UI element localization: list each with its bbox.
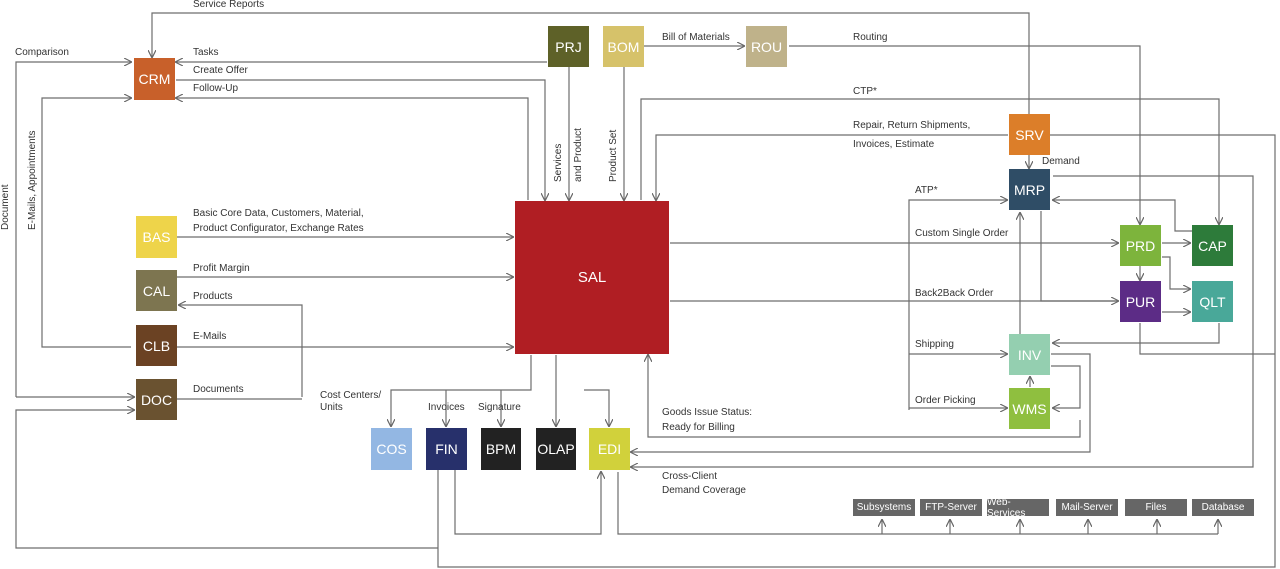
module-pur[interactable]: PUR xyxy=(1120,281,1161,322)
label-cross-client-line2: Demand Coverage xyxy=(662,485,746,496)
module-label: SAL xyxy=(577,269,607,286)
module-label: BOM xyxy=(607,38,640,55)
module-label: EDI xyxy=(597,441,622,457)
module-rou[interactable]: ROU xyxy=(746,26,787,67)
label-atp: ATP* xyxy=(915,185,938,196)
label-repair-line2: Invoices, Estimate xyxy=(853,139,935,150)
label-order-picking: Order Picking xyxy=(915,395,976,406)
label-tasks: Tasks xyxy=(193,47,219,58)
label-emails-appointments: E-Mails, Appointments xyxy=(27,130,38,231)
module-label: ROU xyxy=(750,38,783,55)
module-doc[interactable]: DOC xyxy=(136,379,177,420)
module-prj[interactable]: PRJ xyxy=(548,26,589,67)
module-label: QLT xyxy=(1199,293,1226,310)
module-label: PRJ xyxy=(555,38,582,55)
module-label: SRV xyxy=(1015,126,1044,143)
module-clb[interactable]: CLB xyxy=(136,325,177,366)
module-bom[interactable]: BOM xyxy=(603,26,644,67)
label-documents: Documents xyxy=(193,384,244,395)
label-document-vertical: Document xyxy=(0,184,11,230)
module-label: WMS xyxy=(1012,400,1047,417)
module-label: DOC xyxy=(140,391,173,408)
label-back2back-order: Back2Back Order xyxy=(915,288,994,299)
system-web-services[interactable]: Web-Services xyxy=(987,496,1049,519)
module-cos[interactable]: COS xyxy=(371,428,412,470)
module-label: BPM xyxy=(485,441,517,457)
module-label: CLB xyxy=(142,337,171,354)
label-follow-up: Follow-Up xyxy=(193,83,239,94)
module-edi[interactable]: EDI xyxy=(589,428,630,470)
module-bpm[interactable]: BPM xyxy=(481,428,521,470)
module-label: CAL xyxy=(142,282,171,299)
module-crm[interactable]: CRM xyxy=(134,58,175,100)
label-product-set: Product Set xyxy=(608,129,619,182)
module-label: COS xyxy=(376,441,407,457)
label-basic-core-line2: Product Configurator, Exchange Rates xyxy=(193,223,364,234)
module-wms[interactable]: WMS xyxy=(1009,388,1050,429)
label-profit-margin: Profit Margin xyxy=(193,263,250,274)
module-mrp[interactable]: MRP xyxy=(1009,169,1050,210)
module-cap[interactable]: CAP xyxy=(1192,225,1233,266)
label-services-line2: and Product xyxy=(573,128,584,182)
label-bill-of-materials: Bill of Materials xyxy=(662,32,730,43)
module-sal[interactable]: SAL xyxy=(515,201,669,354)
label-e-mails: E-Mails xyxy=(193,331,227,342)
system-mail-server[interactable]: Mail-Server xyxy=(1056,499,1118,516)
label-create-offer: Create Offer xyxy=(193,65,248,76)
module-label: FIN xyxy=(435,441,458,457)
system-label: Files xyxy=(1145,502,1167,513)
label-service-reports: Service Reports xyxy=(193,0,265,10)
label-basic-core-line1: Basic Core Data, Customers, Material, xyxy=(193,208,364,219)
module-label: PUR xyxy=(1125,293,1156,310)
system-subsystems[interactable]: Subsystems xyxy=(853,499,915,516)
system-label: Database xyxy=(1201,502,1245,513)
module-label: BAS xyxy=(142,229,171,245)
module-label: MRP xyxy=(1013,181,1046,198)
label-services-line1: Services xyxy=(553,143,564,182)
system-label: Web-Services xyxy=(987,496,1026,519)
label-demand: Demand xyxy=(1042,156,1080,167)
label-cost-centers-line2: Units xyxy=(320,402,343,413)
label-products: Products xyxy=(193,291,233,302)
module-label: CAP xyxy=(1198,237,1227,254)
module-olap[interactable]: OLAP xyxy=(536,428,576,470)
system-label: Subsystems xyxy=(856,502,912,513)
module-label: INV xyxy=(1017,346,1042,363)
label-goods-issue-line1: Goods Issue Status: xyxy=(662,407,753,418)
label-routing: Routing xyxy=(853,32,888,43)
module-qlt[interactable]: QLT xyxy=(1192,281,1233,322)
module-label: CRM xyxy=(138,71,171,87)
system-files[interactable]: Files xyxy=(1125,499,1187,516)
label-goods-issue-line2: Ready for Billing xyxy=(662,422,735,433)
label-invoices: Invoices xyxy=(428,402,465,413)
label-ctp: CTP* xyxy=(853,86,877,97)
system-database[interactable]: Database xyxy=(1192,499,1254,516)
system-ftp-server[interactable]: FTP-Server xyxy=(920,499,982,516)
module-cal[interactable]: CAL xyxy=(136,270,177,311)
label-shipping: Shipping xyxy=(915,339,954,350)
module-srv[interactable]: SRV xyxy=(1009,114,1050,155)
module-inv[interactable]: INV xyxy=(1009,334,1050,375)
module-fin[interactable]: FIN xyxy=(426,428,467,470)
module-prd[interactable]: PRD xyxy=(1120,225,1161,266)
label-cross-client-line1: Cross-Client xyxy=(662,471,718,482)
system-label: FTP-Server xyxy=(925,502,977,513)
label-cost-centers-line1: Cost Centers/ xyxy=(320,390,382,401)
module-bas[interactable]: BAS xyxy=(136,216,177,258)
label-signature: Signature xyxy=(478,402,521,413)
label-comparison: Comparison xyxy=(15,47,69,58)
module-label: PRD xyxy=(1125,237,1156,254)
label-repair-line1: Repair, Return Shipments, xyxy=(853,120,971,131)
label-custom-single-order: Custom Single Order xyxy=(915,228,1009,239)
system-label: Mail-Server xyxy=(1061,502,1113,513)
module-label: OLAP xyxy=(537,441,575,457)
